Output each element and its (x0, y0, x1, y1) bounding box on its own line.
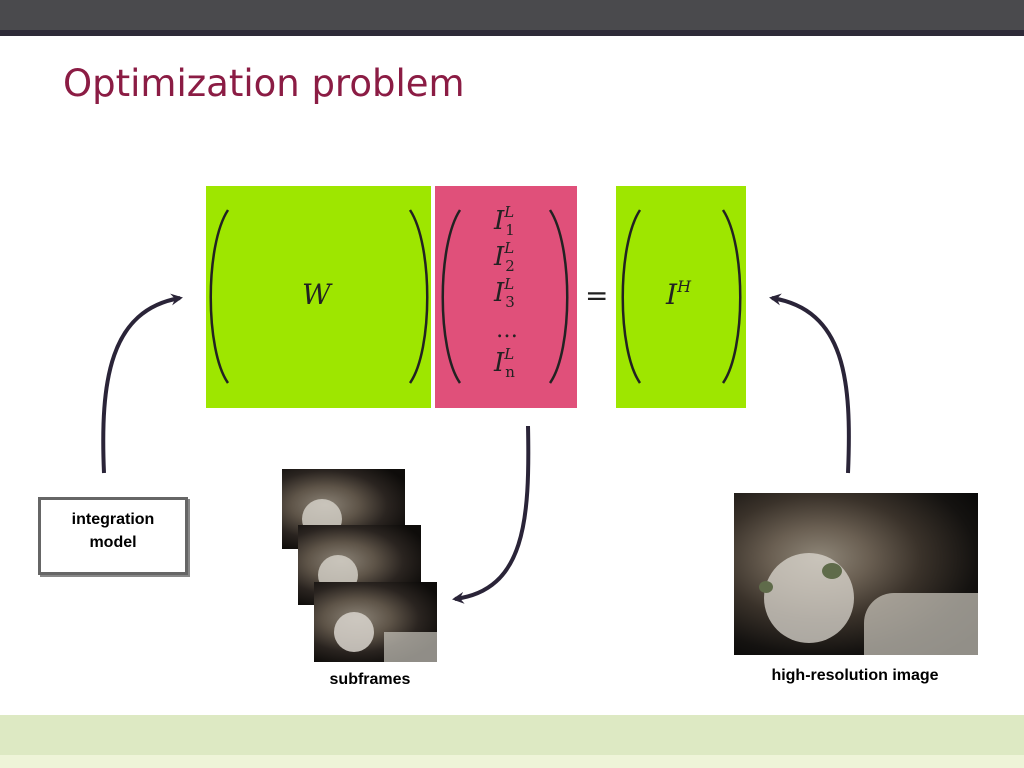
w-right-paren (408, 209, 429, 384)
result-block (616, 186, 746, 408)
result-right-paren (721, 209, 742, 384)
high-resolution-photo (734, 493, 978, 655)
vector-entry-n: ILn (494, 345, 515, 381)
top-bar (0, 0, 1024, 30)
integration-arrow (101, 293, 183, 474)
slide-title: Optimization problem (63, 62, 465, 105)
footer-strip (0, 755, 1024, 768)
vector-ellipsis: … (496, 318, 518, 343)
result-symbol: IH (666, 277, 692, 311)
top-divider (0, 30, 1024, 36)
w-symbol: W (302, 278, 331, 311)
vector-left-paren (441, 209, 462, 384)
subframe-photo-3 (314, 582, 437, 662)
high-resolution-label: high-resolution image (771, 667, 939, 684)
footer-band (0, 715, 1024, 755)
vector-entry-3: IL3 (494, 275, 515, 311)
w-left-paren (209, 209, 230, 384)
integration-model-label: integration model (71, 511, 155, 551)
subframe-vector-block (435, 186, 577, 408)
high-resolution-arrow (769, 293, 851, 474)
subframes-label: subframes (329, 671, 411, 688)
vector-right-paren (548, 209, 569, 384)
result-left-paren (621, 209, 642, 384)
vector-entry-2: IL2 (494, 239, 515, 275)
equals-sign: = (585, 279, 609, 312)
subframes-arrow (452, 425, 531, 604)
w-matrix-block (206, 186, 431, 408)
integration-model-box: integration model (38, 497, 188, 575)
vector-entry-1: IL1 (494, 203, 515, 239)
